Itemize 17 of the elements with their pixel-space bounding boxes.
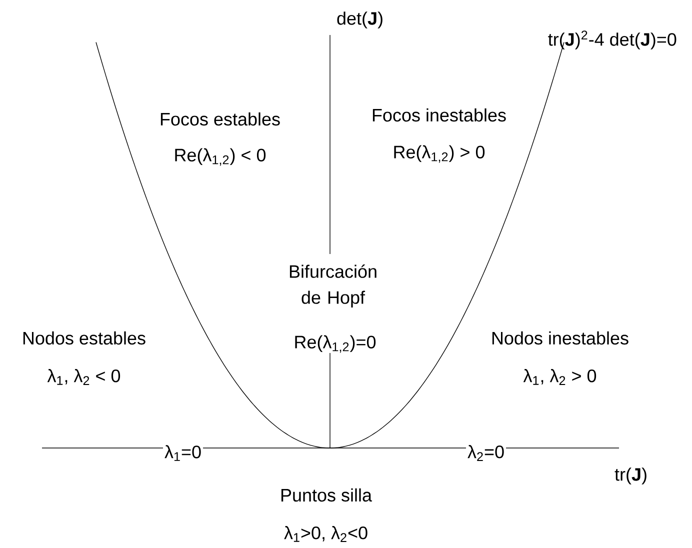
condition-label: Re(λ$_{1,2}$) > 0 <box>394 145 485 163</box>
axis-label: det(J) <box>337 12 382 28</box>
region-label: Bifurcación de Hopf <box>290 264 376 308</box>
condition-label: λ$_{1}$>0, λ$_{2}$<0 <box>284 526 368 542</box>
boundary-label: λ$_{2}$=0 <box>466 444 506 462</box>
condition-label: λ$_{1}$, λ$_{2}$ > 0 <box>523 369 596 385</box>
region-label: Nodos inestables <box>492 331 628 345</box>
condition-label: λ$_{1}$, λ$_{2}$ < 0 <box>47 369 120 385</box>
region-label: Focos estables <box>160 112 280 126</box>
region-label: Puntos silla <box>281 488 372 502</box>
region-label: Nodos estables <box>23 331 146 345</box>
axis-label: tr(J) <box>614 468 646 484</box>
curve-label: tr(J)$^{2}$-4 det(J)=0 <box>548 30 676 50</box>
region-label: Focos inestables <box>372 108 506 122</box>
boundary-label: λ$_{1}$=0 <box>163 444 204 462</box>
condition-label: Re(λ$_{1,2}$)=0 <box>295 335 376 353</box>
condition-label: Re(λ$_{1,2}$) < 0 <box>175 148 266 166</box>
